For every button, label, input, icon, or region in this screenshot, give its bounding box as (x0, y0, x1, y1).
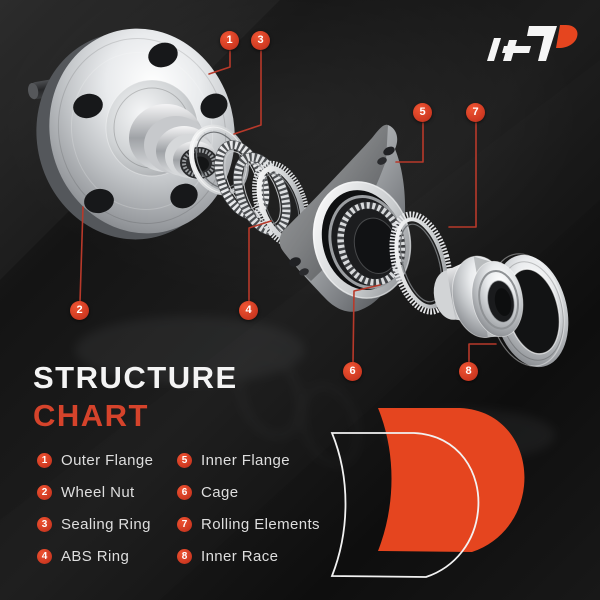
brand-logo (487, 25, 578, 61)
callout-marker-6: 6 (343, 362, 362, 381)
legend-num-7: 7 (177, 516, 192, 532)
legend-column-left: 1 Outer Flange 2 Wheel Nut 3 Sealing Rin… (37, 444, 177, 572)
legend-label-3: Sealing Ring (61, 515, 151, 533)
legend-num-4: 4 (37, 548, 52, 564)
callout-marker-4: 4 (239, 301, 258, 320)
parts-legend: 1 Outer Flange 2 Wheel Nut 3 Sealing Rin… (37, 444, 320, 572)
callout-marker-5: 5 (413, 103, 432, 122)
callout-marker-3: 3 (251, 31, 270, 50)
legend-item-wheel-nut: 2 Wheel Nut (37, 476, 177, 508)
legend-item-sealing-ring: 3 Sealing Ring (37, 508, 177, 540)
page-title-line1: STRUCTURE (33, 360, 238, 395)
legend-item-rolling-elements: 7 Rolling Elements (177, 508, 320, 540)
legend-num-2: 2 (37, 484, 52, 500)
outer-flange (36, 28, 235, 240)
legend-item-abs-ring: 4 ABS Ring (37, 540, 177, 572)
legend-label-4: ABS Ring (61, 547, 130, 565)
legend-item-cage: 6 Cage (177, 476, 320, 508)
rolling-elements-ring (389, 211, 453, 315)
legend-label-7: Rolling Elements (201, 515, 320, 533)
legend-item-inner-race: 8 Inner Race (177, 540, 320, 572)
legend-label-1: Outer Flange (61, 451, 154, 469)
legend-num-5: 5 (177, 452, 192, 468)
legend-label-8: Inner Race (201, 547, 279, 565)
legend-label-2: Wheel Nut (61, 483, 135, 501)
logo-orange-mark (556, 25, 578, 48)
callout-lines (79, 50, 497, 364)
legend-num-1: 1 (37, 452, 52, 468)
inner-flange (279, 124, 412, 312)
brand-d-graphic (331, 408, 525, 578)
legend-num-6: 6 (177, 484, 192, 500)
callout-marker-7: 7 (466, 103, 485, 122)
race-hub-cylinder (433, 255, 524, 339)
logo-slash (487, 38, 501, 61)
page-title-line2: CHART (33, 398, 149, 433)
callout-marker-1: 1 (220, 31, 239, 50)
legend-num-8: 8 (177, 548, 192, 564)
legend-item-inner-flange: 5 Inner Flange (177, 444, 320, 476)
legend-label-6: Cage (201, 483, 239, 501)
callout-marker-2: 2 (70, 301, 89, 320)
legend-item-outer-flange: 1 Outer Flange (37, 444, 177, 476)
callout-marker-8: 8 (459, 362, 478, 381)
legend-column-right: 5 Inner Flange 6 Cage 7 Rolling Elements… (177, 444, 320, 572)
legend-label-5: Inner Flange (201, 451, 291, 469)
legend-num-3: 3 (37, 516, 52, 532)
